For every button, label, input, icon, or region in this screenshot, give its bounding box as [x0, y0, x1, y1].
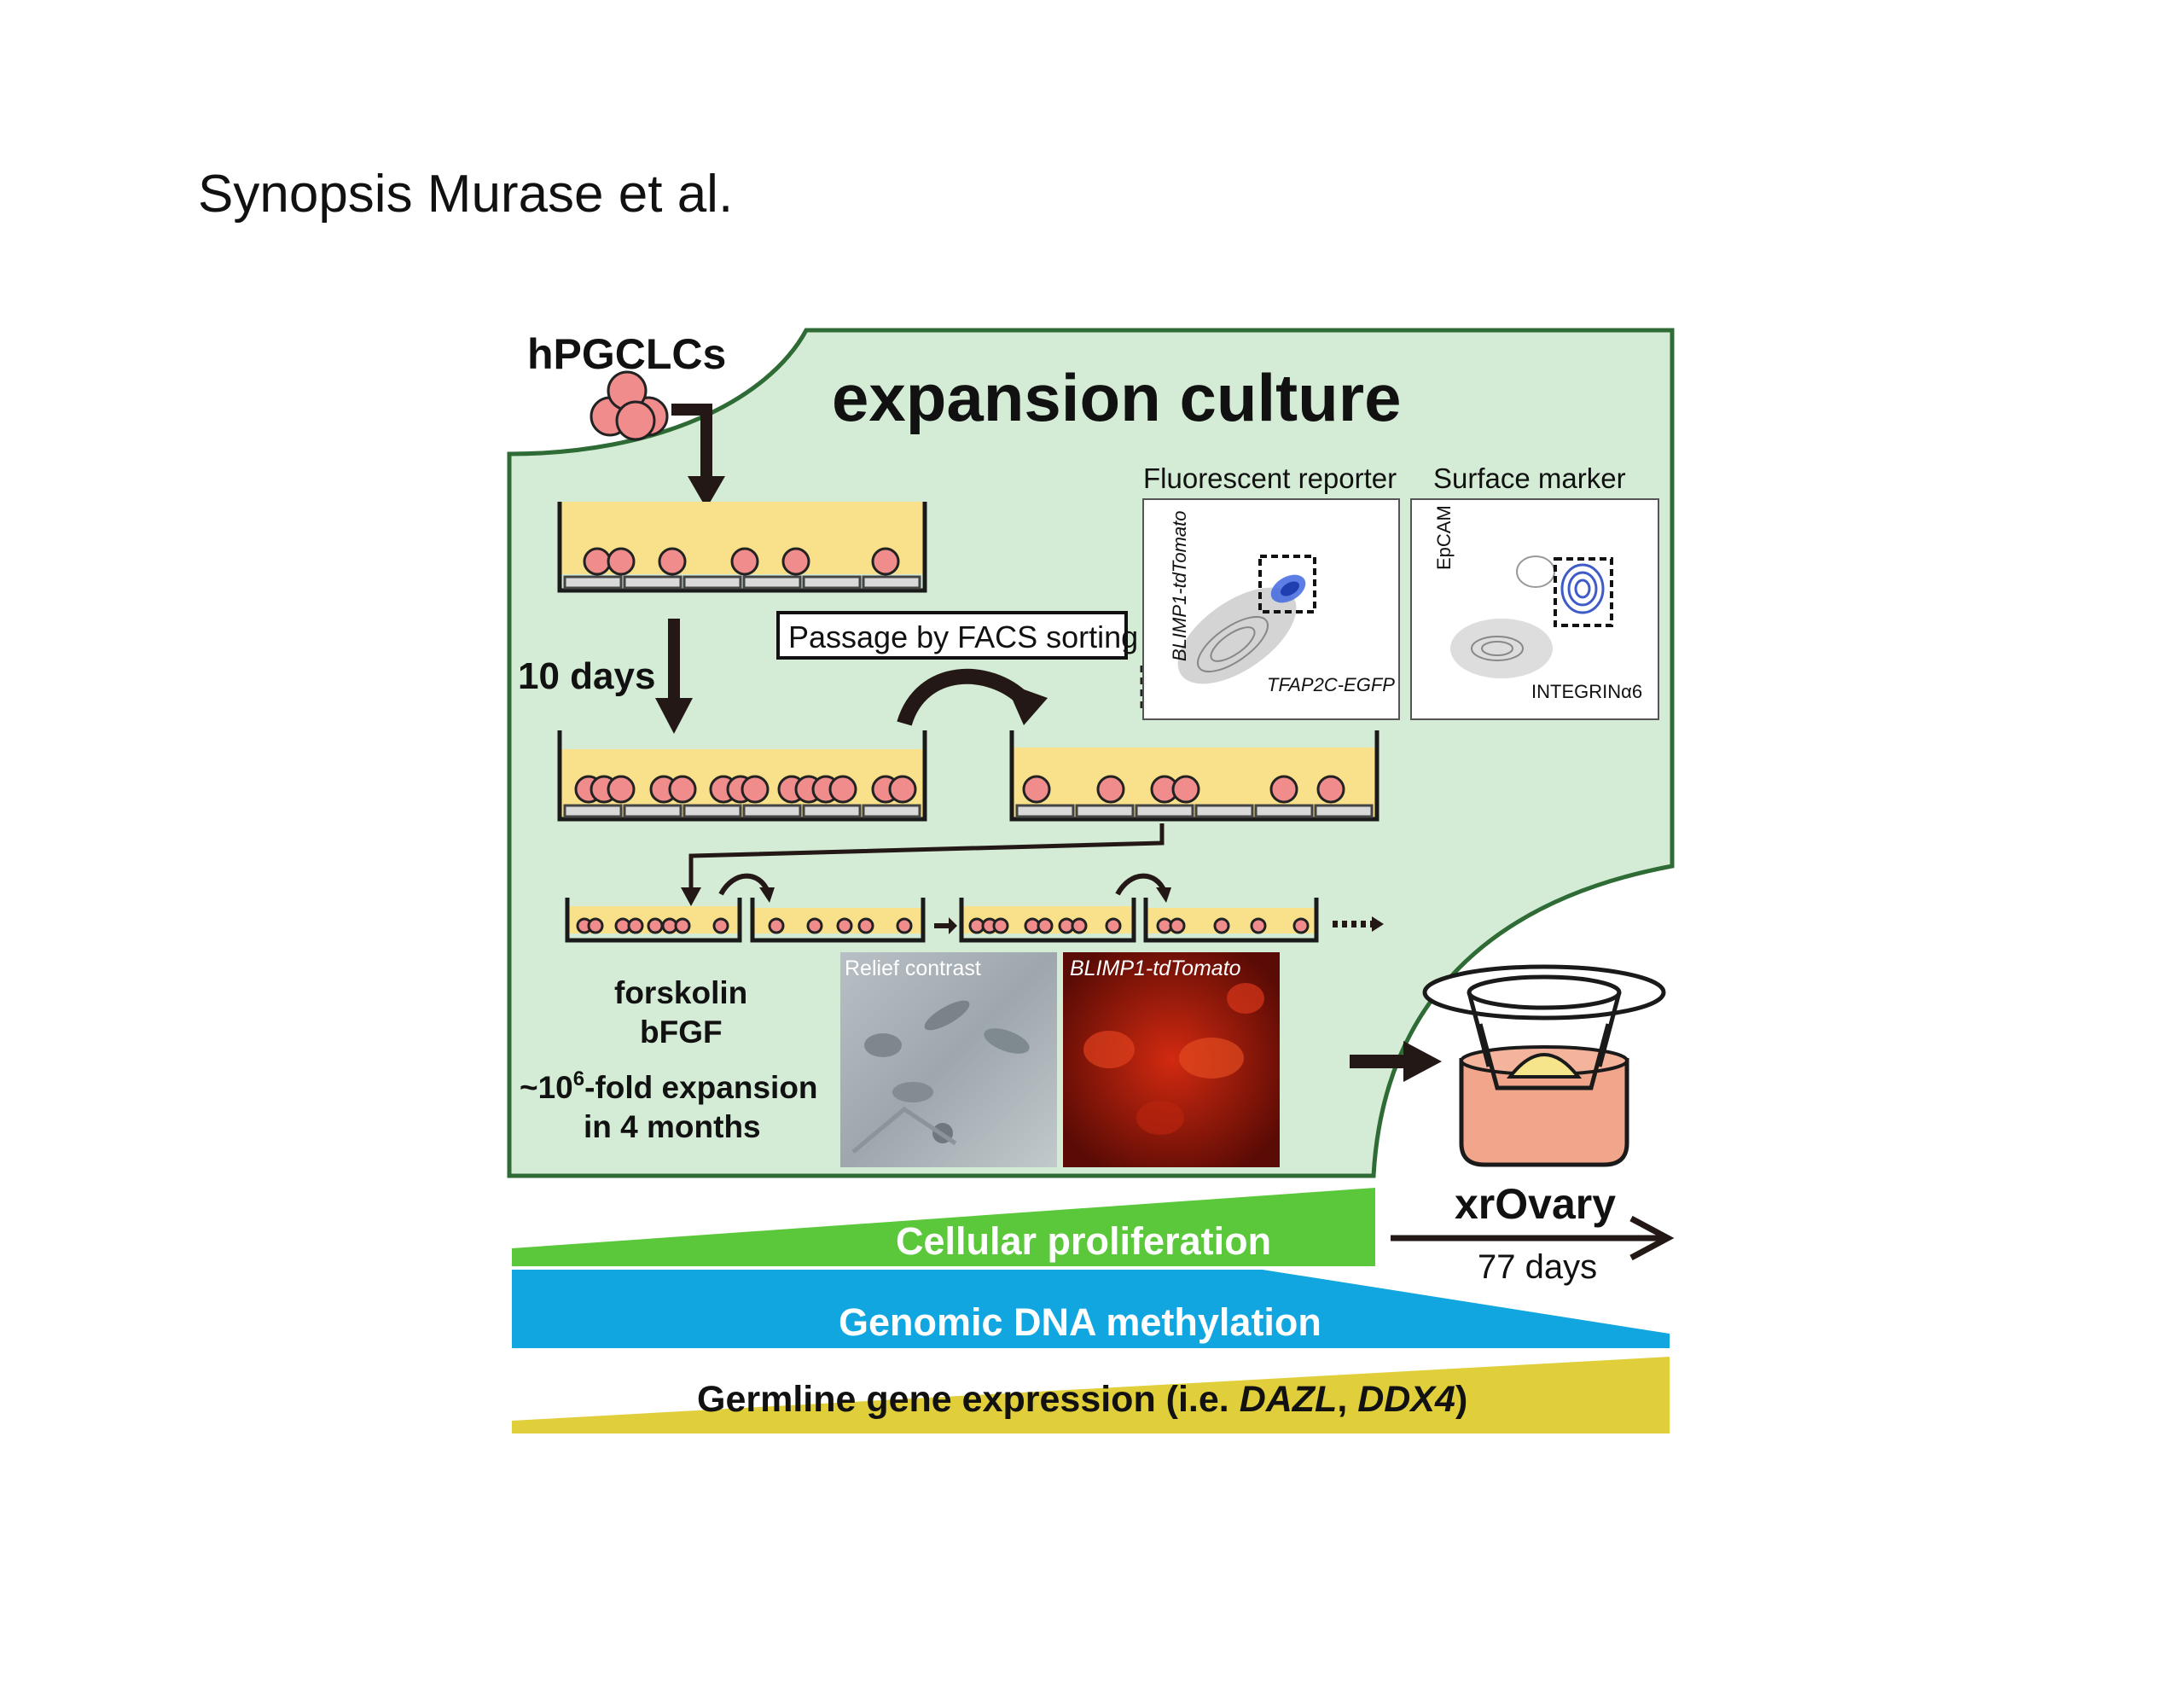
small-passage-arrow-2: [1115, 873, 1167, 896]
duration-label: 10 days: [518, 655, 655, 697]
passage-arrowhead: [1005, 683, 1048, 725]
plot-blue-population-1: [1270, 574, 1306, 603]
expansion-fold: ~106-fold expansion: [520, 1067, 818, 1105]
germline-bar: [512, 1357, 1670, 1433]
left-plot-y-axis: BLIMP1-tdTomato: [1169, 511, 1190, 662]
xrovary-timeline-arrowhead: [1629, 1215, 1675, 1261]
culture-dish-1: [557, 502, 927, 593]
expansion-time: in 4 months: [584, 1109, 761, 1144]
passage-label: Passage by FACS sorting: [788, 619, 1138, 654]
continue-arrowhead: [1372, 916, 1384, 932]
connector-arrowhead: [681, 887, 701, 906]
transwell-icon: [1422, 964, 1666, 1167]
small-passage-arrowhead-1: [759, 887, 775, 903]
panel-title: expansion culture: [832, 360, 1402, 435]
gate-box-2: [1554, 557, 1613, 627]
xrovary-duration: 77 days: [1478, 1248, 1597, 1286]
germline-gene-dazl: DAZL: [1240, 1379, 1338, 1420]
surface-marker-plot: EpCAM INTEGRINα6: [1410, 498, 1659, 720]
germline-prefix: Germline gene expression (i.e.: [697, 1379, 1240, 1420]
seed-arrow: [671, 404, 712, 478]
right-plot-title: Surface marker: [1433, 462, 1626, 494]
culture-dish-2: [557, 730, 927, 822]
germline-gene-ddx4: DDX4: [1357, 1379, 1455, 1420]
methylation-bar: [512, 1270, 1670, 1348]
small-passage-arrowhead-2: [1156, 887, 1171, 903]
expansion-suffix: -fold expansion: [584, 1070, 817, 1105]
germline-separator: ,: [1337, 1379, 1357, 1420]
slide-title: Synopsis Murase et al.: [198, 165, 733, 224]
methylation-label: Genomic DNA methylation: [839, 1300, 1321, 1344]
expansion-exponent: 6: [573, 1067, 584, 1090]
cell-cluster-icon: [590, 370, 669, 441]
small-passage-arrow-1: [718, 873, 770, 896]
germline-suffix: ): [1455, 1379, 1467, 1420]
expansion-prefix: ~10: [520, 1070, 573, 1105]
small-dish-row: [565, 898, 1319, 943]
condition-forskolin: forskolin: [614, 975, 747, 1010]
gate-box-1: [1258, 555, 1316, 613]
relief-contrast-image: Relief contrast: [840, 952, 1057, 1167]
proliferation-label: Cellular proliferation: [896, 1219, 1271, 1263]
row-arrow-small: [934, 917, 957, 934]
connector-line: [688, 823, 1165, 892]
down-arrowhead-10days: [655, 698, 693, 734]
left-plot-x-axis: TFAP2C-EGFP: [1267, 674, 1395, 695]
right-plot-x-axis: INTEGRINα6: [1531, 681, 1642, 702]
plot-blue-population-2: [1560, 563, 1605, 614]
relief-contrast-label: Relief contrast: [845, 957, 981, 980]
hpgclcs-label: hPGCLCs: [527, 330, 726, 378]
tdtomato-label: BLIMP1-tdTomato: [1070, 957, 1241, 980]
fluorescent-reporter-plot: BLIMP1-tdTomato TFAP2C-EGFP: [1142, 498, 1400, 720]
passage-label-box: [776, 611, 1128, 660]
right-plot-y-axis: EpCAM: [1433, 505, 1455, 570]
culture-dish-3: [1009, 730, 1380, 822]
to-xrovary-arrow: [1350, 1041, 1442, 1082]
proliferation-bar: [512, 1188, 1375, 1266]
seed-arrowhead: [688, 476, 725, 509]
condition-bfgf: bFGF: [640, 1015, 723, 1050]
xrovary-label: xrOvary: [1455, 1180, 1616, 1228]
germline-label: Germline gene expression (i.e. DAZL, DDX…: [697, 1379, 1467, 1420]
tdtomato-image: BLIMP1-tdTomato: [1063, 952, 1280, 1167]
left-plot-title: Fluorescent reporter: [1143, 462, 1397, 494]
